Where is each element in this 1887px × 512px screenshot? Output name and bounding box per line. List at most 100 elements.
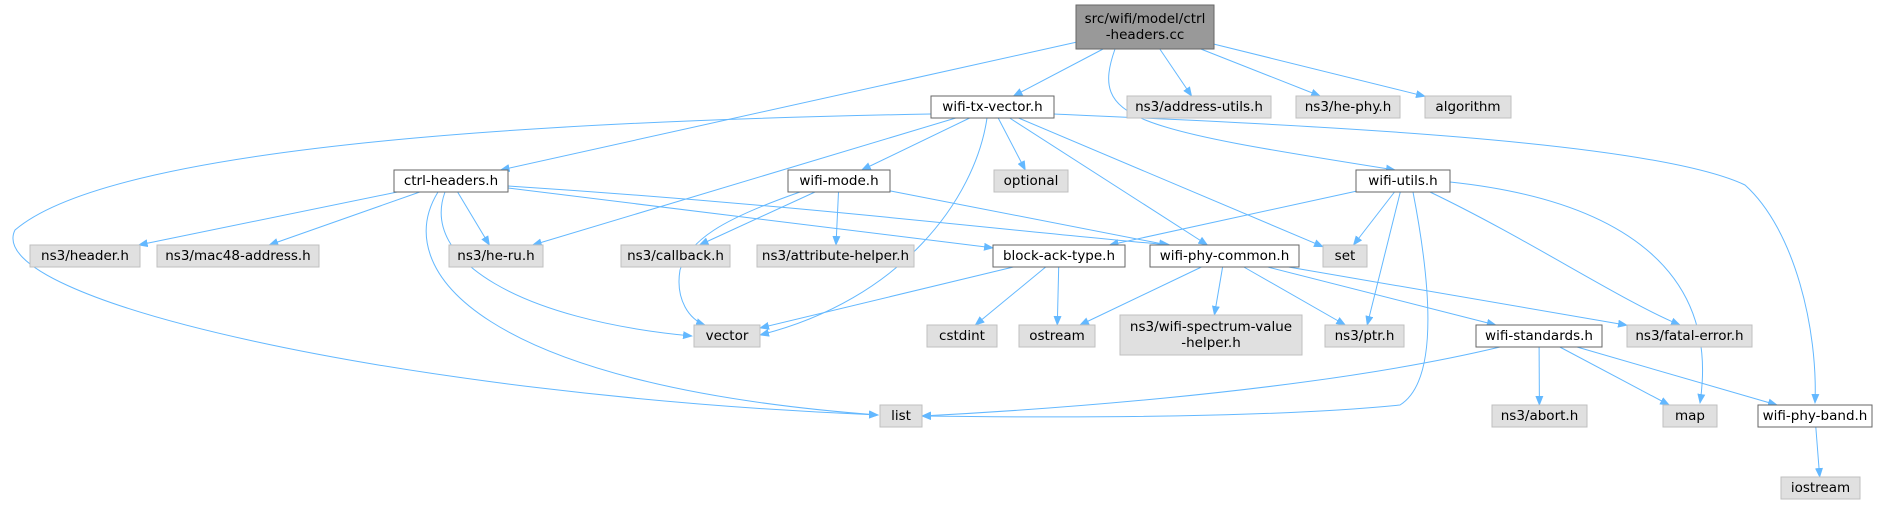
node-callback: ns3/callback.h — [620, 244, 731, 268]
node-label-attribute-helper: ns3/attribute-helper.h — [762, 248, 909, 264]
node-label-root: src/wifi/model/ctrl — [1085, 11, 1206, 27]
edge-wifi-standards-to-map — [1559, 346, 1671, 406]
node-label-ctrl-headers: ctrl-headers.h — [404, 173, 498, 189]
edge-wifi-utils-to-block-ack-type — [1108, 190, 1357, 247]
node-box-cstdint — [926, 324, 998, 348]
node-label-callback: ns3/callback.h — [627, 248, 724, 264]
node-wifi-standards[interactable]: wifi-standards.h — [1475, 324, 1603, 348]
node-label-wifi-phy-band: wifi-phy-band.h — [1763, 408, 1868, 424]
node-box-algorithm — [1424, 95, 1512, 119]
node-label-set: set — [1335, 248, 1356, 264]
node-label-list: list — [891, 408, 911, 424]
edge-wifi-mode-to-attribute-helper — [832, 191, 841, 246]
edge-wifi-phy-common-to-wifi-standards — [1267, 266, 1497, 327]
edge-root-to-he-phy — [1200, 48, 1322, 97]
node-ostream: ostream — [1018, 324, 1096, 348]
node-box-set — [1322, 244, 1368, 268]
node-box-optional — [993, 169, 1069, 193]
node-label-root: -headers.cc — [1106, 27, 1185, 43]
node-wifi-utils[interactable]: wifi-utils.h — [1355, 169, 1451, 193]
node-label-spectrum-value-helper: -helper.h — [1181, 335, 1241, 351]
node-set: set — [1322, 244, 1368, 268]
node-root: src/wifi/model/ctrl-headers.cc — [1075, 4, 1215, 50]
node-ctrl-headers[interactable]: ctrl-headers.h — [393, 169, 509, 193]
node-layer: src/wifi/model/ctrl-headers.cc wifi-tx-ve… — [29, 4, 1873, 500]
node-wifi-tx-vector[interactable]: wifi-tx-vector.h — [930, 95, 1055, 119]
edge-ctrl-headers-to-block-ack-type — [507, 187, 994, 251]
edge-wifi-tx-vector-to-wifi-mode — [860, 117, 970, 171]
edge-block-ack-type-to-cstdint — [974, 266, 1047, 326]
node-box-wifi-mode[interactable] — [787, 169, 891, 193]
node-box-attribute-helper — [756, 244, 915, 268]
node-box-wifi-tx-vector[interactable] — [930, 95, 1055, 119]
node-box-wifi-standards[interactable] — [1475, 324, 1603, 348]
node-label-wifi-standards: wifi-standards.h — [1485, 328, 1593, 344]
node-box-ptr — [1324, 324, 1405, 348]
node-box-header — [29, 244, 141, 268]
edge-wifi-tx-vector-to-optional — [997, 117, 1026, 171]
node-mac48-address: ns3/mac48-address.h — [156, 244, 320, 268]
edge-wifi-tx-vector-to-list — [12, 113, 932, 419]
node-box-wifi-utils[interactable] — [1355, 169, 1451, 193]
node-block-ack-type[interactable]: block-ack-type.h — [992, 244, 1126, 268]
node-label-ostream: ostream — [1029, 328, 1085, 344]
node-label-wifi-tx-vector: wifi-tx-vector.h — [942, 99, 1042, 115]
node-box-fatal-error — [1626, 324, 1753, 348]
node-box-address-utils — [1126, 95, 1272, 119]
node-label-abort: ns3/abort.h — [1501, 408, 1579, 424]
node-cstdint: cstdint — [926, 324, 998, 348]
node-iostream: iostream — [1780, 476, 1861, 500]
node-wifi-mode[interactable]: wifi-mode.h — [787, 169, 891, 193]
node-wifi-phy-common[interactable]: wifi-phy-common.h — [1149, 244, 1300, 268]
edge-wifi-utils-to-map — [1449, 181, 1706, 404]
node-box-mac48-address — [156, 244, 320, 268]
node-label-address-utils: ns3/address-utils.h — [1135, 99, 1263, 115]
node-fatal-error: ns3/fatal-error.h — [1626, 324, 1753, 348]
edge-wifi-phy-common-to-ostream — [1079, 266, 1202, 326]
node-box-vector — [693, 324, 761, 348]
node-label-spectrum-value-helper: ns3/wifi-spectrum-value — [1130, 319, 1292, 335]
edge-wifi-tx-vector-to-vector — [759, 117, 988, 337]
node-box-he-phy — [1295, 95, 1401, 119]
edge-wifi-utils-to-ptr — [1365, 191, 1401, 326]
edge-wifi-standards-to-wifi-phy-band — [1576, 346, 1778, 407]
edge-root-to-wifi-tx-vector — [1012, 48, 1104, 97]
edge-ctrl-headers-to-header — [137, 191, 398, 248]
edge-wifi-tx-vector-to-set — [1018, 117, 1324, 248]
edge-wifi-mode-to-callback — [698, 191, 816, 246]
node-box-ctrl-headers[interactable] — [393, 169, 509, 193]
node-label-ptr: ns3/ptr.h — [1335, 328, 1395, 344]
edge-block-ack-type-to-vector — [759, 266, 1014, 330]
edge-ctrl-headers-to-vector — [440, 191, 693, 340]
node-box-iostream — [1780, 476, 1861, 500]
node-label-wifi-mode: wifi-mode.h — [799, 173, 878, 189]
node-label-header: ns3/header.h — [41, 248, 129, 264]
node-box-ostream — [1018, 324, 1096, 348]
node-box-block-ack-type[interactable] — [992, 244, 1126, 268]
node-vector: vector — [693, 324, 761, 348]
edge-wifi-utils-to-list — [921, 191, 1429, 421]
node-abort: ns3/abort.h — [1491, 404, 1588, 428]
node-box-root — [1075, 4, 1215, 50]
node-label-map: map — [1675, 408, 1705, 424]
edge-wifi-phy-band-to-iostream — [1815, 426, 1823, 478]
edge-wifi-phy-common-to-spectrum-value-helper — [1211, 266, 1224, 316]
node-box-he-ru — [448, 244, 544, 268]
node-wifi-phy-band[interactable]: wifi-phy-band.h — [1757, 404, 1873, 428]
node-box-wifi-phy-band[interactable] — [1757, 404, 1873, 428]
node-ptr: ns3/ptr.h — [1324, 324, 1405, 348]
node-he-phy: ns3/he-phy.h — [1295, 95, 1401, 119]
node-box-list — [879, 404, 923, 428]
edge-wifi-utils-to-fatal-error — [1429, 191, 1681, 326]
node-label-wifi-utils: wifi-utils.h — [1368, 173, 1437, 189]
node-algorithm: algorithm — [1424, 95, 1512, 119]
node-label-cstdint: cstdint — [939, 328, 985, 344]
node-box-wifi-phy-common[interactable] — [1149, 244, 1300, 268]
node-he-ru: ns3/he-ru.h — [448, 244, 544, 268]
edge-root-to-ctrl-headers — [499, 41, 1077, 172]
node-address-utils: ns3/address-utils.h — [1126, 95, 1272, 119]
edge-wifi-tx-vector-to-wifi-phy-common — [1009, 117, 1209, 246]
node-label-wifi-phy-common: wifi-phy-common.h — [1160, 248, 1290, 264]
edge-root-to-address-utils — [1159, 48, 1193, 97]
